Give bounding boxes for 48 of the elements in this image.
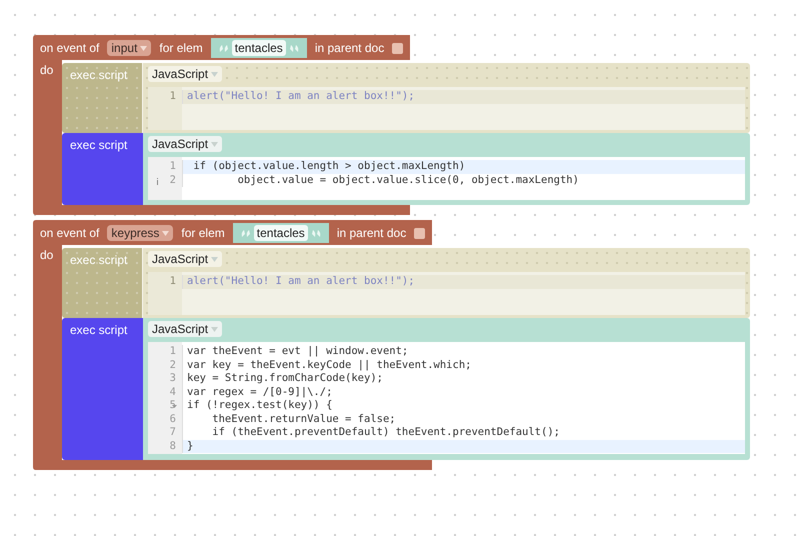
string-block [210, 38, 307, 58]
block-label: do [40, 63, 54, 77]
code-line: theEvent.returnValue = false; [182, 412, 745, 426]
dropdown: JavaScript [148, 251, 222, 267]
line-number: 1 [168, 275, 177, 288]
dropdown: JavaScript [148, 136, 222, 152]
exec-script-block [62, 133, 750, 205]
block-label: exec script [70, 323, 128, 337]
code-line: var key = theEvent.keyCode || theEvent.which; [182, 358, 745, 372]
line-number: 1 [168, 90, 177, 104]
line-number: 7 [168, 426, 177, 440]
line-number: 2 [148, 174, 182, 187]
line-number: 6 [168, 412, 177, 426]
code-editor [148, 272, 745, 315]
block-label: for elem [159, 41, 203, 55]
code-line: var regex = /[0-9]|\./; [182, 386, 745, 399]
line-number: 8 [168, 440, 177, 453]
code-editor [148, 342, 745, 454]
dropdown: keypress [107, 225, 174, 241]
block-label: on event of [40, 226, 100, 240]
line-number: 2 [168, 358, 177, 372]
block-label: exec script [70, 138, 128, 152]
line-number: 3 [168, 372, 177, 386]
code-line: key = String.fromCharCode(key); [182, 372, 745, 386]
block-label: in parent doc [336, 226, 406, 240]
code-editor [148, 157, 745, 200]
exec-script-block [62, 63, 750, 133]
string-block [232, 223, 329, 243]
dropdown: JavaScript [148, 321, 222, 337]
exec-script-block [62, 318, 750, 460]
block-label: for elem [181, 226, 225, 240]
code-editor [148, 87, 745, 130]
exec-script-block [62, 248, 750, 318]
dropdown: JavaScript [148, 66, 222, 82]
dropdown: input [107, 40, 152, 56]
block-label: in parent doc [314, 41, 384, 55]
code-line: object.value = object.value.slice(0, object.maxLength) [182, 174, 745, 187]
code-line: var theEvent = evt || window.event; [182, 345, 745, 358]
line-number: 1 [168, 345, 177, 358]
block-label: exec script [70, 68, 128, 82]
text-field: tentacles [254, 225, 308, 241]
text-field: tentacles [232, 40, 286, 56]
line-number: 4 [168, 386, 177, 399]
block-label: exec script [70, 253, 128, 267]
code-line: if (!regex.test(key)) { [182, 399, 745, 412]
line-number: 1 [168, 160, 177, 174]
block-label: on event of [40, 41, 100, 55]
block-label: do [40, 248, 54, 262]
